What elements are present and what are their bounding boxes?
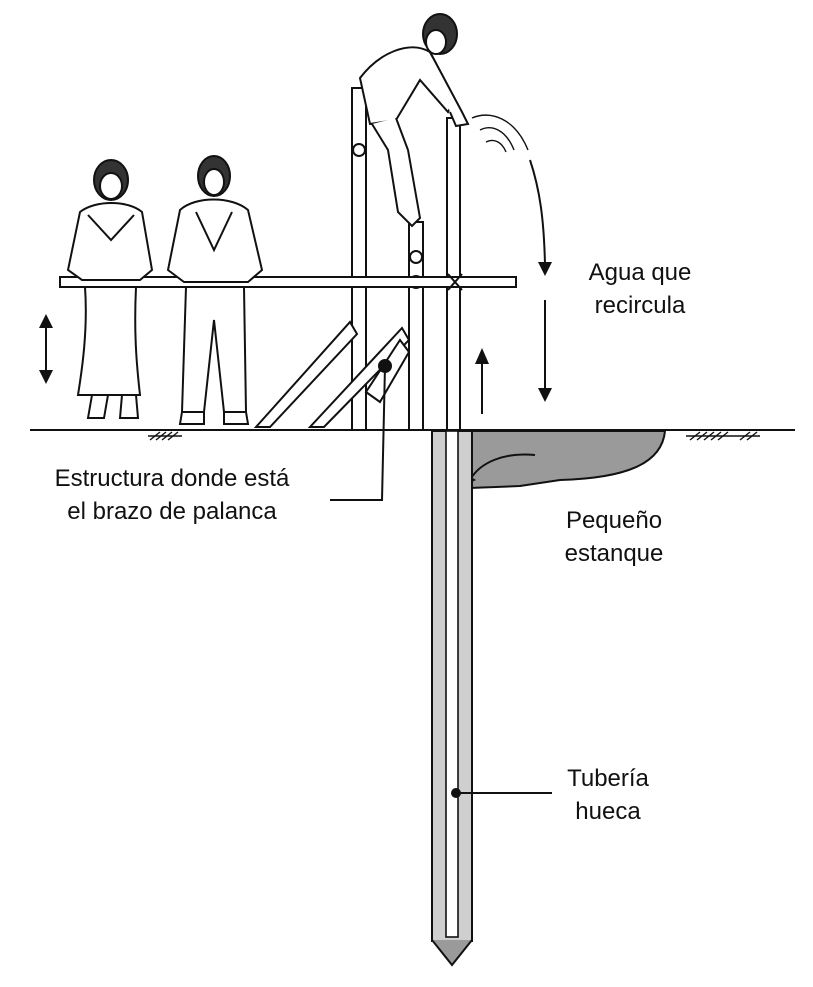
small-pond-line-2: estanque bbox=[564, 540, 664, 567]
worker-top bbox=[358, 13, 470, 228]
lever-frame-leader bbox=[330, 365, 386, 501]
ground-hatch-right bbox=[686, 431, 760, 441]
lever-frame bbox=[253, 87, 461, 431]
double-arrow-head-top bbox=[39, 314, 53, 328]
worker-left bbox=[66, 159, 154, 419]
pond-flow-arrow bbox=[469, 453, 536, 481]
worker-middle bbox=[166, 155, 264, 425]
small-pond-line-1: Pequeño bbox=[565, 507, 663, 534]
water-splash bbox=[471, 114, 529, 153]
lever-frame-line-2: el brazo de palanca bbox=[67, 498, 277, 525]
pond-shape bbox=[466, 430, 667, 490]
ground-hatch-left bbox=[148, 431, 182, 441]
recirculating-water-line-2: recircula bbox=[594, 292, 686, 319]
lever-frame-label: Estructura donde está el brazo de palanc… bbox=[18, 462, 326, 528]
small-pond-label: Pequeño estanque bbox=[530, 504, 698, 570]
hollow-pipe-line-2: hueca bbox=[575, 798, 641, 825]
water-arrowhead-2 bbox=[538, 388, 552, 402]
water-arrows bbox=[529, 159, 546, 395]
hollow-pipe-line-1: Tubería bbox=[567, 765, 649, 792]
lever-frame-line-1: Estructura donde está bbox=[54, 465, 290, 492]
lever-bar bbox=[59, 273, 517, 291]
recirculating-water-label: Agua que recircula bbox=[560, 256, 720, 322]
double-arrow-head-bottom bbox=[39, 370, 53, 384]
water-arrowhead-1 bbox=[538, 262, 552, 276]
hollow-pipe-leader-dot bbox=[451, 788, 461, 798]
hollow-pipe-label: Tubería hueca bbox=[548, 762, 668, 828]
hollow-pipe bbox=[431, 430, 473, 967]
recirculating-water-line-1: Agua que bbox=[588, 259, 692, 286]
up-arrow-head bbox=[475, 348, 489, 364]
